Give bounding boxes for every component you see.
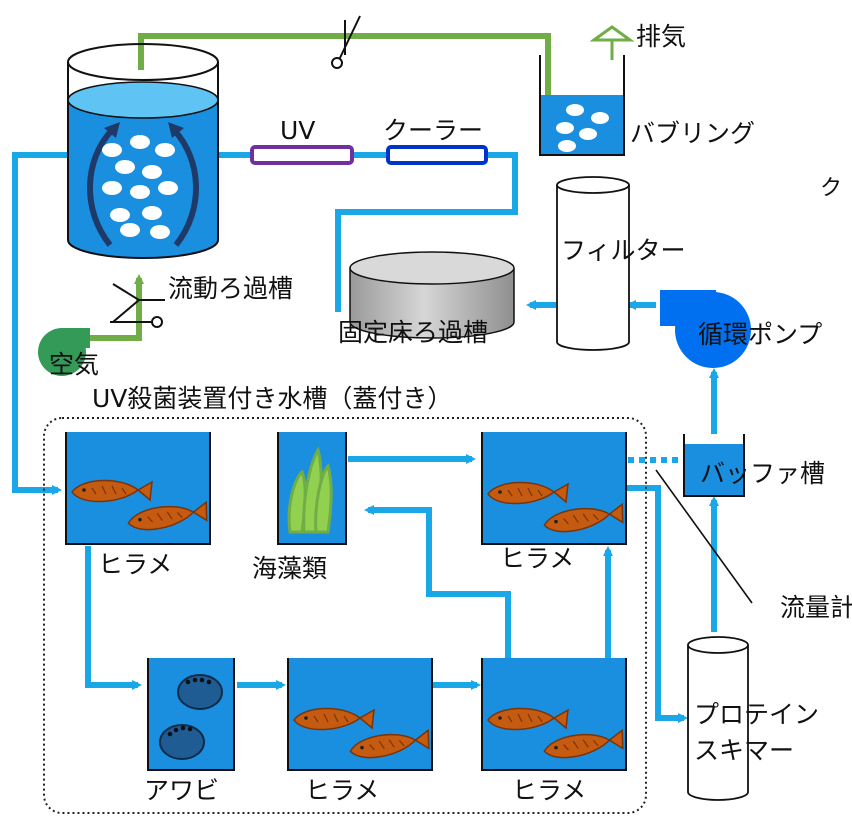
flounder-tank-1 bbox=[65, 432, 211, 545]
air-blower bbox=[38, 328, 90, 376]
flounder-label-3: ヒラメ bbox=[305, 776, 380, 805]
filter-label: フィルター bbox=[561, 236, 686, 265]
air-pipe-from-blower bbox=[90, 274, 144, 341]
protein-skimmer-label-line2: スキマー bbox=[694, 736, 795, 765]
filter-cylinder bbox=[556, 176, 630, 351]
air-label: 空気 bbox=[49, 350, 100, 379]
bubbling-label: バブリング bbox=[630, 119, 756, 148]
fluid-filter-tank-label: 流動ろ過槽 bbox=[168, 274, 294, 303]
abalone-tank bbox=[147, 658, 235, 771]
flounder-tank-2 bbox=[481, 432, 627, 545]
buffer-tank-label: バッファ槽 bbox=[700, 459, 826, 488]
protein-skimmer-label-line1: プロテイン bbox=[694, 700, 820, 729]
flounder-label-4: ヒラメ bbox=[512, 776, 587, 805]
exhaust-label: 排気 bbox=[636, 22, 687, 51]
seaweed-label: 海藻類 bbox=[252, 554, 328, 583]
flounder-label-2: ヒラメ bbox=[500, 544, 575, 573]
exhaust-arrow bbox=[589, 25, 635, 60]
fixed-bed-filter-tank bbox=[349, 251, 515, 339]
uv-unit bbox=[250, 145, 354, 165]
flounder-label-1: ヒラメ bbox=[98, 550, 173, 579]
top-valve-symbol bbox=[331, 15, 361, 69]
cooler-unit bbox=[386, 145, 488, 165]
protein-skimmer bbox=[687, 636, 749, 801]
flow-meter-leader bbox=[655, 469, 753, 604]
cooler-cut-label: ク bbox=[820, 176, 843, 201]
fixed-bed-filter-tank-label: 固定床ろ過槽 bbox=[338, 318, 489, 347]
tank-area-title: UV殺菌装置付き水槽（蓋付き） bbox=[92, 384, 453, 413]
main-uv-tank bbox=[67, 43, 219, 259]
seaweed-tank bbox=[277, 432, 347, 545]
bubbling-tank bbox=[539, 55, 625, 156]
circulation-pump-label: 循環ポンプ bbox=[698, 320, 823, 349]
circulation-pump bbox=[660, 290, 751, 368]
flounder-tank-4 bbox=[481, 658, 627, 771]
uv-label: UV bbox=[280, 116, 316, 145]
bottom-valve-symbol bbox=[110, 283, 165, 328]
buffer-tank bbox=[683, 434, 745, 497]
flounder-tank-3 bbox=[287, 658, 433, 771]
cooler-label: クーラー bbox=[383, 116, 484, 145]
flow-meter-label: 流量計 bbox=[780, 593, 852, 622]
abalone-label: アワビ bbox=[144, 776, 220, 805]
